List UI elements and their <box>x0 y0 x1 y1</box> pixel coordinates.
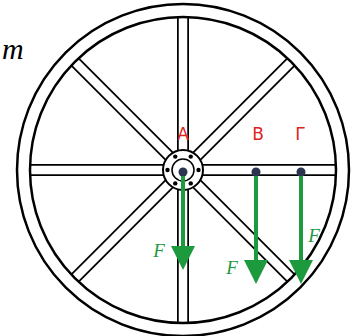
bolt <box>189 181 193 185</box>
outer-rim <box>17 4 349 336</box>
point-a <box>179 168 188 177</box>
spoke <box>179 170 188 323</box>
spoke <box>183 170 291 278</box>
spoke <box>183 170 291 278</box>
spoke <box>179 17 188 170</box>
spoke <box>177 17 189 170</box>
point-label: Α <box>177 126 189 143</box>
force-arrow <box>254 176 258 272</box>
bolt <box>196 168 200 172</box>
force-label: F <box>153 241 165 260</box>
point-b <box>252 168 261 177</box>
bolt <box>189 154 193 158</box>
spoke <box>75 62 183 170</box>
point-label: Β <box>252 126 264 143</box>
spoke <box>30 164 183 176</box>
spoke <box>30 166 183 175</box>
force-arrow <box>299 176 303 272</box>
bolt <box>173 154 177 158</box>
mass-label: m <box>2 34 24 64</box>
force-label: F <box>308 226 320 245</box>
spoke <box>75 170 183 278</box>
spoke <box>183 62 291 170</box>
point-g <box>297 168 306 177</box>
bolt <box>173 181 177 185</box>
spoke <box>177 170 189 323</box>
spoke <box>183 164 336 176</box>
point-label: Γ <box>295 126 304 143</box>
bolt <box>165 168 169 172</box>
force-arrow <box>181 176 185 258</box>
spoke <box>75 170 183 278</box>
wheel-spokes <box>30 17 336 323</box>
inner-rim <box>30 17 336 323</box>
spoke <box>183 62 291 170</box>
spoke <box>75 62 183 170</box>
force-label: F <box>226 258 238 277</box>
